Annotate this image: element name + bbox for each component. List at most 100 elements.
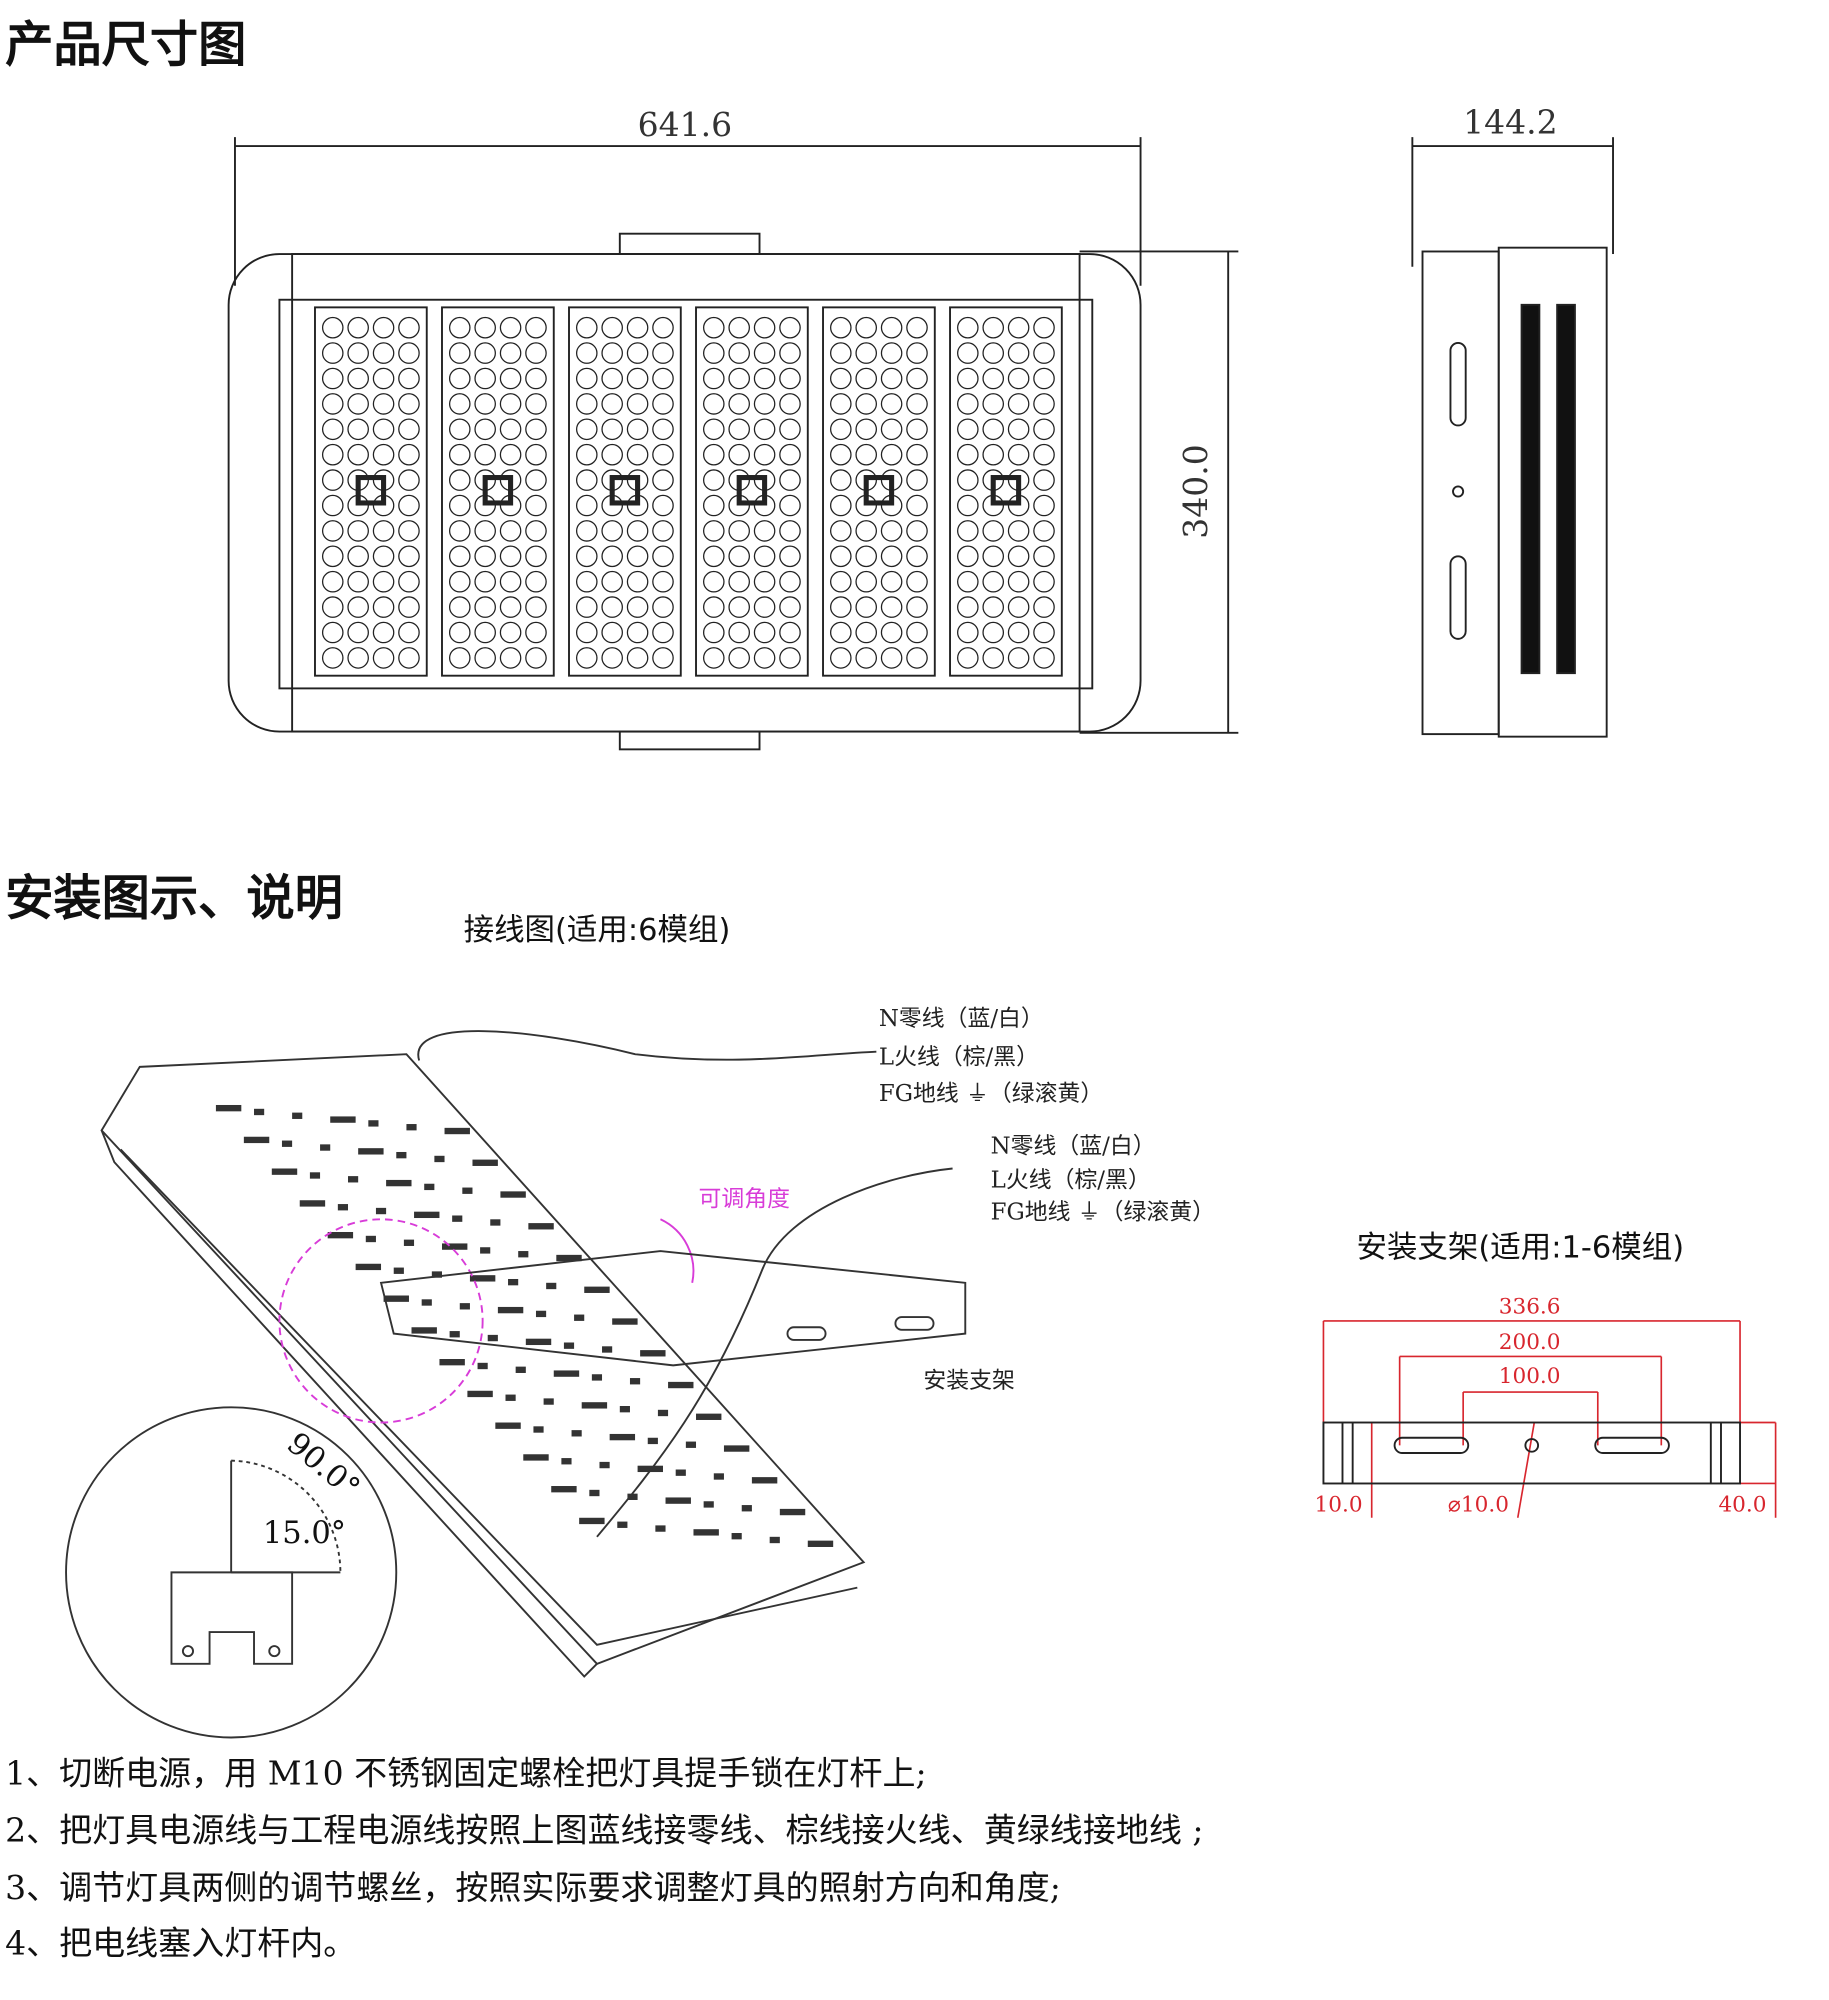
vent-slot bbox=[462, 1187, 473, 1194]
led-module bbox=[441, 306, 555, 677]
vent-slot bbox=[365, 1235, 376, 1243]
vent-slot bbox=[584, 1286, 610, 1293]
width-dimension: 641.6 bbox=[637, 106, 733, 145]
vent-slot bbox=[713, 1473, 724, 1480]
vent-slot bbox=[515, 1366, 526, 1373]
vent-slot bbox=[807, 1540, 834, 1547]
vent-slot bbox=[675, 1469, 686, 1476]
vent-slot bbox=[327, 1231, 354, 1239]
vent-slot bbox=[779, 1508, 806, 1516]
vent-slot bbox=[424, 1183, 435, 1191]
wire-label-neutral: N零线（蓝/白） bbox=[878, 1005, 1044, 1033]
vent-slot bbox=[320, 1144, 331, 1151]
wire-label-ground-2: FG地线 ⏚（绿滚黄） bbox=[990, 1198, 1215, 1226]
vent-slot bbox=[292, 1112, 303, 1119]
vent-slot bbox=[665, 1497, 691, 1504]
dim-slots: 200.0 bbox=[1498, 1329, 1561, 1356]
vent-slot bbox=[411, 1327, 437, 1334]
vent-slot bbox=[449, 1331, 460, 1338]
vent-slot bbox=[602, 1346, 613, 1353]
vent-slot bbox=[591, 1374, 603, 1381]
wire-label-neutral-2: N零线（蓝/白） bbox=[990, 1132, 1156, 1160]
vent-slot bbox=[215, 1104, 242, 1112]
vent-slot bbox=[243, 1136, 270, 1144]
vent-slot bbox=[657, 1409, 669, 1417]
vent-slot bbox=[574, 1314, 585, 1321]
vent-slot bbox=[441, 1243, 468, 1250]
vent-slot bbox=[640, 1350, 666, 1357]
section-title-dimensions: 产品尺寸图 bbox=[5, 16, 247, 73]
adjustable-angle-label: 可调角度 bbox=[698, 1186, 791, 1213]
wire-label-ground: FG地线 ⏚（绿滚黄） bbox=[878, 1080, 1104, 1108]
vent-slot bbox=[497, 1306, 524, 1314]
vent-slot bbox=[612, 1318, 638, 1325]
vent-slot bbox=[647, 1437, 658, 1445]
vent-slot bbox=[543, 1398, 554, 1405]
section-title-installation: 安装图示、说明 bbox=[5, 870, 343, 926]
vent-slot bbox=[556, 1254, 582, 1262]
vent-slot bbox=[703, 1501, 714, 1508]
vent-slot bbox=[535, 1310, 547, 1318]
vent-slot bbox=[551, 1486, 577, 1493]
vent-slot bbox=[751, 1477, 778, 1484]
led-module bbox=[568, 306, 682, 677]
vent-slot bbox=[348, 1176, 359, 1183]
instruction-step-2: 2、把灯具电源线与工程电源线按照上图蓝线接零线、棕线接火线、黄绿线接地线 ; bbox=[5, 1812, 1204, 1851]
front-view-drawing bbox=[227, 137, 1239, 751]
vent-slot bbox=[523, 1454, 549, 1461]
vent-slot bbox=[619, 1406, 630, 1413]
vent-slot bbox=[386, 1179, 412, 1187]
vent-slot bbox=[696, 1413, 722, 1420]
height-dimension: 340.0 bbox=[1177, 444, 1216, 539]
vent-slot bbox=[393, 1267, 404, 1274]
led-module bbox=[314, 306, 428, 677]
led-module bbox=[695, 306, 809, 677]
vent-slot bbox=[490, 1219, 501, 1226]
dim-overall: 336.6 bbox=[1498, 1294, 1561, 1320]
vent-slot bbox=[281, 1140, 293, 1147]
vent-slot bbox=[668, 1381, 694, 1389]
vent-slot bbox=[452, 1215, 463, 1222]
vent-slot bbox=[337, 1204, 349, 1211]
vent-slot bbox=[655, 1525, 666, 1532]
vent-slot bbox=[271, 1168, 298, 1175]
vent-slot bbox=[480, 1247, 491, 1254]
vent-slot bbox=[431, 1271, 442, 1278]
vent-slot bbox=[467, 1390, 493, 1398]
vent-slot bbox=[414, 1211, 440, 1219]
vent-slot bbox=[487, 1334, 498, 1342]
vent-slot bbox=[406, 1124, 417, 1131]
instruction-step-4: 4、把电线塞入灯杆内。 bbox=[5, 1925, 357, 1964]
vent-slot bbox=[299, 1200, 326, 1207]
instruction-step-3: 3、调节灯具两侧的调节螺丝，按照实际要求调整灯具的照射方向和角度; bbox=[5, 1869, 1061, 1908]
vent-slot bbox=[459, 1303, 470, 1310]
vent-slot bbox=[693, 1529, 719, 1536]
vent-slot bbox=[627, 1493, 638, 1500]
dim-edge: 10.0 bbox=[1314, 1492, 1363, 1518]
vent-slot bbox=[444, 1127, 470, 1135]
vent-slot bbox=[609, 1433, 636, 1441]
vent-slot bbox=[518, 1251, 529, 1258]
vent-slot bbox=[769, 1536, 780, 1544]
vent-slot bbox=[434, 1155, 445, 1163]
vent-slot bbox=[629, 1378, 641, 1385]
wiring-diagram-title: 接线图(适用:6模组) bbox=[463, 911, 731, 948]
vent-slot bbox=[685, 1441, 697, 1448]
side-view-drawing bbox=[1411, 137, 1614, 738]
vent-slot bbox=[254, 1108, 265, 1116]
vent-slot bbox=[525, 1338, 552, 1346]
vent-slot bbox=[563, 1342, 575, 1349]
vent-slot bbox=[383, 1295, 409, 1302]
dim-hole: ⌀10.0 bbox=[1447, 1492, 1509, 1518]
vent-slot bbox=[589, 1489, 600, 1497]
installation-perspective-drawing bbox=[65, 1030, 967, 1739]
wire-label-live: L火线（棕/黑） bbox=[878, 1044, 1039, 1071]
vent-slot bbox=[439, 1359, 465, 1366]
vent-slot bbox=[579, 1517, 605, 1525]
wire-label-live-2: L火线（棕/黑） bbox=[990, 1167, 1151, 1194]
vent-slot bbox=[731, 1533, 742, 1540]
vent-slot bbox=[617, 1521, 628, 1528]
vent-slot bbox=[330, 1116, 356, 1123]
vent-slot bbox=[561, 1458, 572, 1465]
